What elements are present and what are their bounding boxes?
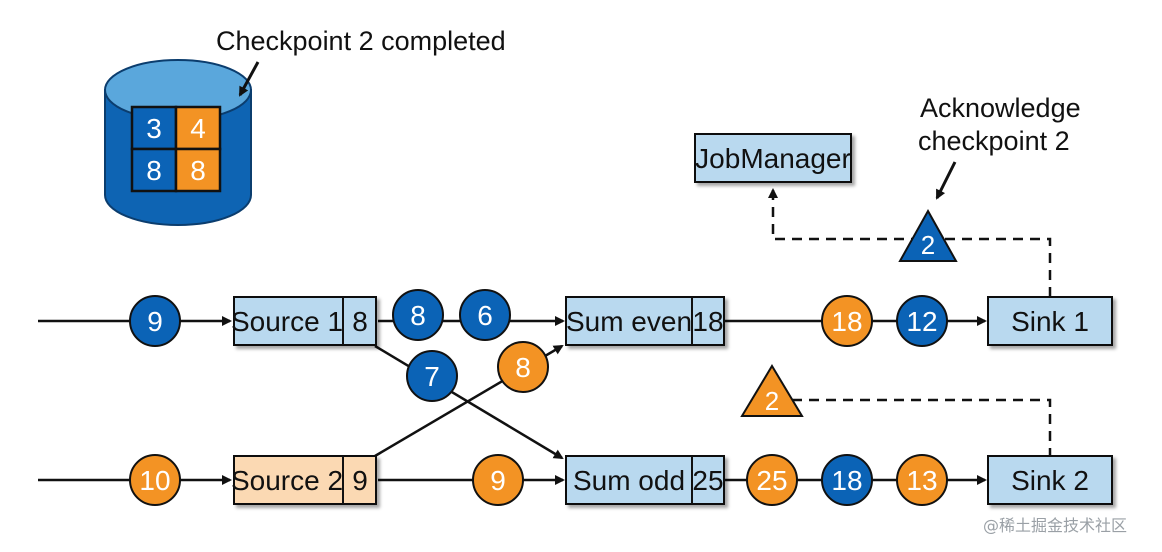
record-orange: 8 (497, 341, 549, 393)
barrier-ack-sink1: 2 (898, 208, 958, 262)
jobmanager-label: JobManager (695, 143, 851, 174)
record-value: 13 (906, 465, 937, 496)
watermark: @稀土掘金技术社区 (983, 516, 1127, 535)
task-state: 25 (692, 465, 723, 496)
record-blue: 12 (896, 295, 948, 347)
task-source-1: Source 1 8 (231, 296, 377, 346)
record-orange: 10 (129, 454, 181, 506)
state-backend-storage: 3 4 8 8 (104, 59, 252, 226)
task-sink-2: Sink 2 (987, 455, 1113, 505)
task-sum-even: Sum even 18 (565, 296, 725, 346)
snapshot-cell: 3 (146, 113, 162, 144)
task-name: Sum even (566, 306, 692, 337)
snapshot-grid: 3 4 8 8 (130, 105, 222, 193)
checkpoint-caption-arrow (238, 61, 260, 97)
record-orange: 25 (746, 454, 798, 506)
snapshot-cell: 4 (190, 113, 206, 144)
record-value: 9 (490, 465, 506, 496)
ack-path-sink2 (771, 368, 1052, 458)
snapshot-cell: 8 (190, 155, 206, 186)
record-orange: 13 (896, 454, 948, 506)
snapshot-cell: 8 (146, 155, 162, 186)
task-state: 18 (692, 306, 723, 337)
barrier-ack-sink2: 2 (740, 364, 804, 417)
task-name: Sum odd (573, 465, 685, 496)
checkpoint-completed-caption: Checkpoint 2 completed (216, 26, 506, 56)
records: 9 8 6 7 8 10 9 18 (129, 289, 948, 506)
acknowledge-caption-line1: Acknowledge (920, 93, 1081, 123)
record-value: 7 (424, 361, 440, 392)
task-state: 8 (352, 306, 368, 337)
acknowledge-caption-arrow (935, 161, 957, 200)
record-value: 25 (756, 465, 787, 496)
record-orange: 9 (472, 454, 524, 506)
acknowledge-caption-line2: checkpoint 2 (918, 126, 1070, 156)
jobmanager-box: JobManager (694, 133, 852, 183)
record-value: 18 (831, 306, 862, 337)
record-blue: 6 (459, 289, 511, 341)
task-name: Source 2 (231, 465, 343, 496)
record-value: 12 (906, 306, 937, 337)
task-sink-1: Sink 1 (987, 296, 1113, 346)
barrier-id: 2 (921, 230, 935, 260)
task-name: Sink 1 (1011, 306, 1089, 337)
record-blue: 18 (821, 454, 873, 506)
record-value: 9 (147, 306, 163, 337)
record-value: 8 (515, 352, 531, 383)
record-blue: 7 (406, 350, 458, 402)
record-value: 18 (831, 465, 862, 496)
task-source-2: Source 2 9 (231, 455, 377, 505)
record-blue: 8 (392, 289, 444, 341)
task-name: Source 1 (231, 306, 343, 337)
task-sum-odd: Sum odd 25 (565, 455, 725, 505)
record-value: 10 (139, 465, 170, 496)
task-name: Sink 2 (1011, 465, 1089, 496)
barrier-id: 2 (765, 386, 779, 416)
record-orange: 18 (821, 295, 873, 347)
task-state: 9 (352, 465, 368, 496)
record-value: 6 (477, 300, 493, 331)
record-value: 8 (410, 300, 426, 331)
record-blue: 9 (129, 295, 181, 347)
